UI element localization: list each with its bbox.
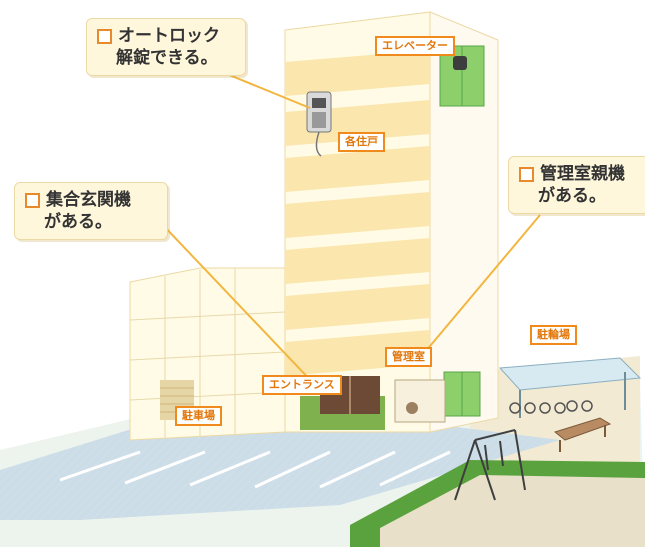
intercom-handset-icon (306, 91, 332, 157)
callout-manager-unit-line1: 管理室親機 (540, 164, 625, 184)
callout-entrance-unit: 集合玄関機 がある。 (14, 182, 168, 240)
annex-building (129, 267, 286, 441)
checkbox-icon (97, 28, 112, 44)
management-room-window (394, 379, 446, 423)
bicycle-shelter (498, 357, 642, 418)
callout-entrance-unit-line1: 集合玄関機 (46, 190, 131, 210)
bicycles (509, 400, 593, 414)
bench (553, 417, 612, 452)
swing-set (454, 429, 526, 501)
callout-manager-unit: 管理室親機 がある。 (508, 156, 645, 214)
parking-lot (0, 420, 560, 520)
elevator-camera-icon (453, 56, 467, 70)
label-bicycle-parking: 駐輪場 (530, 325, 577, 345)
label-entrance: エントランス (262, 375, 342, 395)
checkbox-icon (25, 192, 40, 208)
label-each-unit: 各住戸 (338, 132, 385, 152)
checkbox-icon (519, 166, 534, 182)
label-elevator: エレベーター (375, 36, 455, 56)
callout-manager-unit-line2: がある。 (538, 186, 606, 206)
label-management-room: 管理室 (385, 347, 432, 367)
callout-autolock-line2: 解錠できる。 (116, 48, 218, 68)
leader-lines (159, 71, 541, 386)
callout-autolock-line1: オートロック (118, 26, 220, 46)
tower-front (284, 11, 431, 433)
callout-autolock: オートロック 解錠できる。 (86, 18, 246, 76)
label-parking: 駐車場 (175, 406, 222, 426)
garden-bed (380, 475, 645, 547)
parking-lines (59, 450, 451, 489)
callout-entrance-unit-line2: がある。 (44, 212, 112, 232)
